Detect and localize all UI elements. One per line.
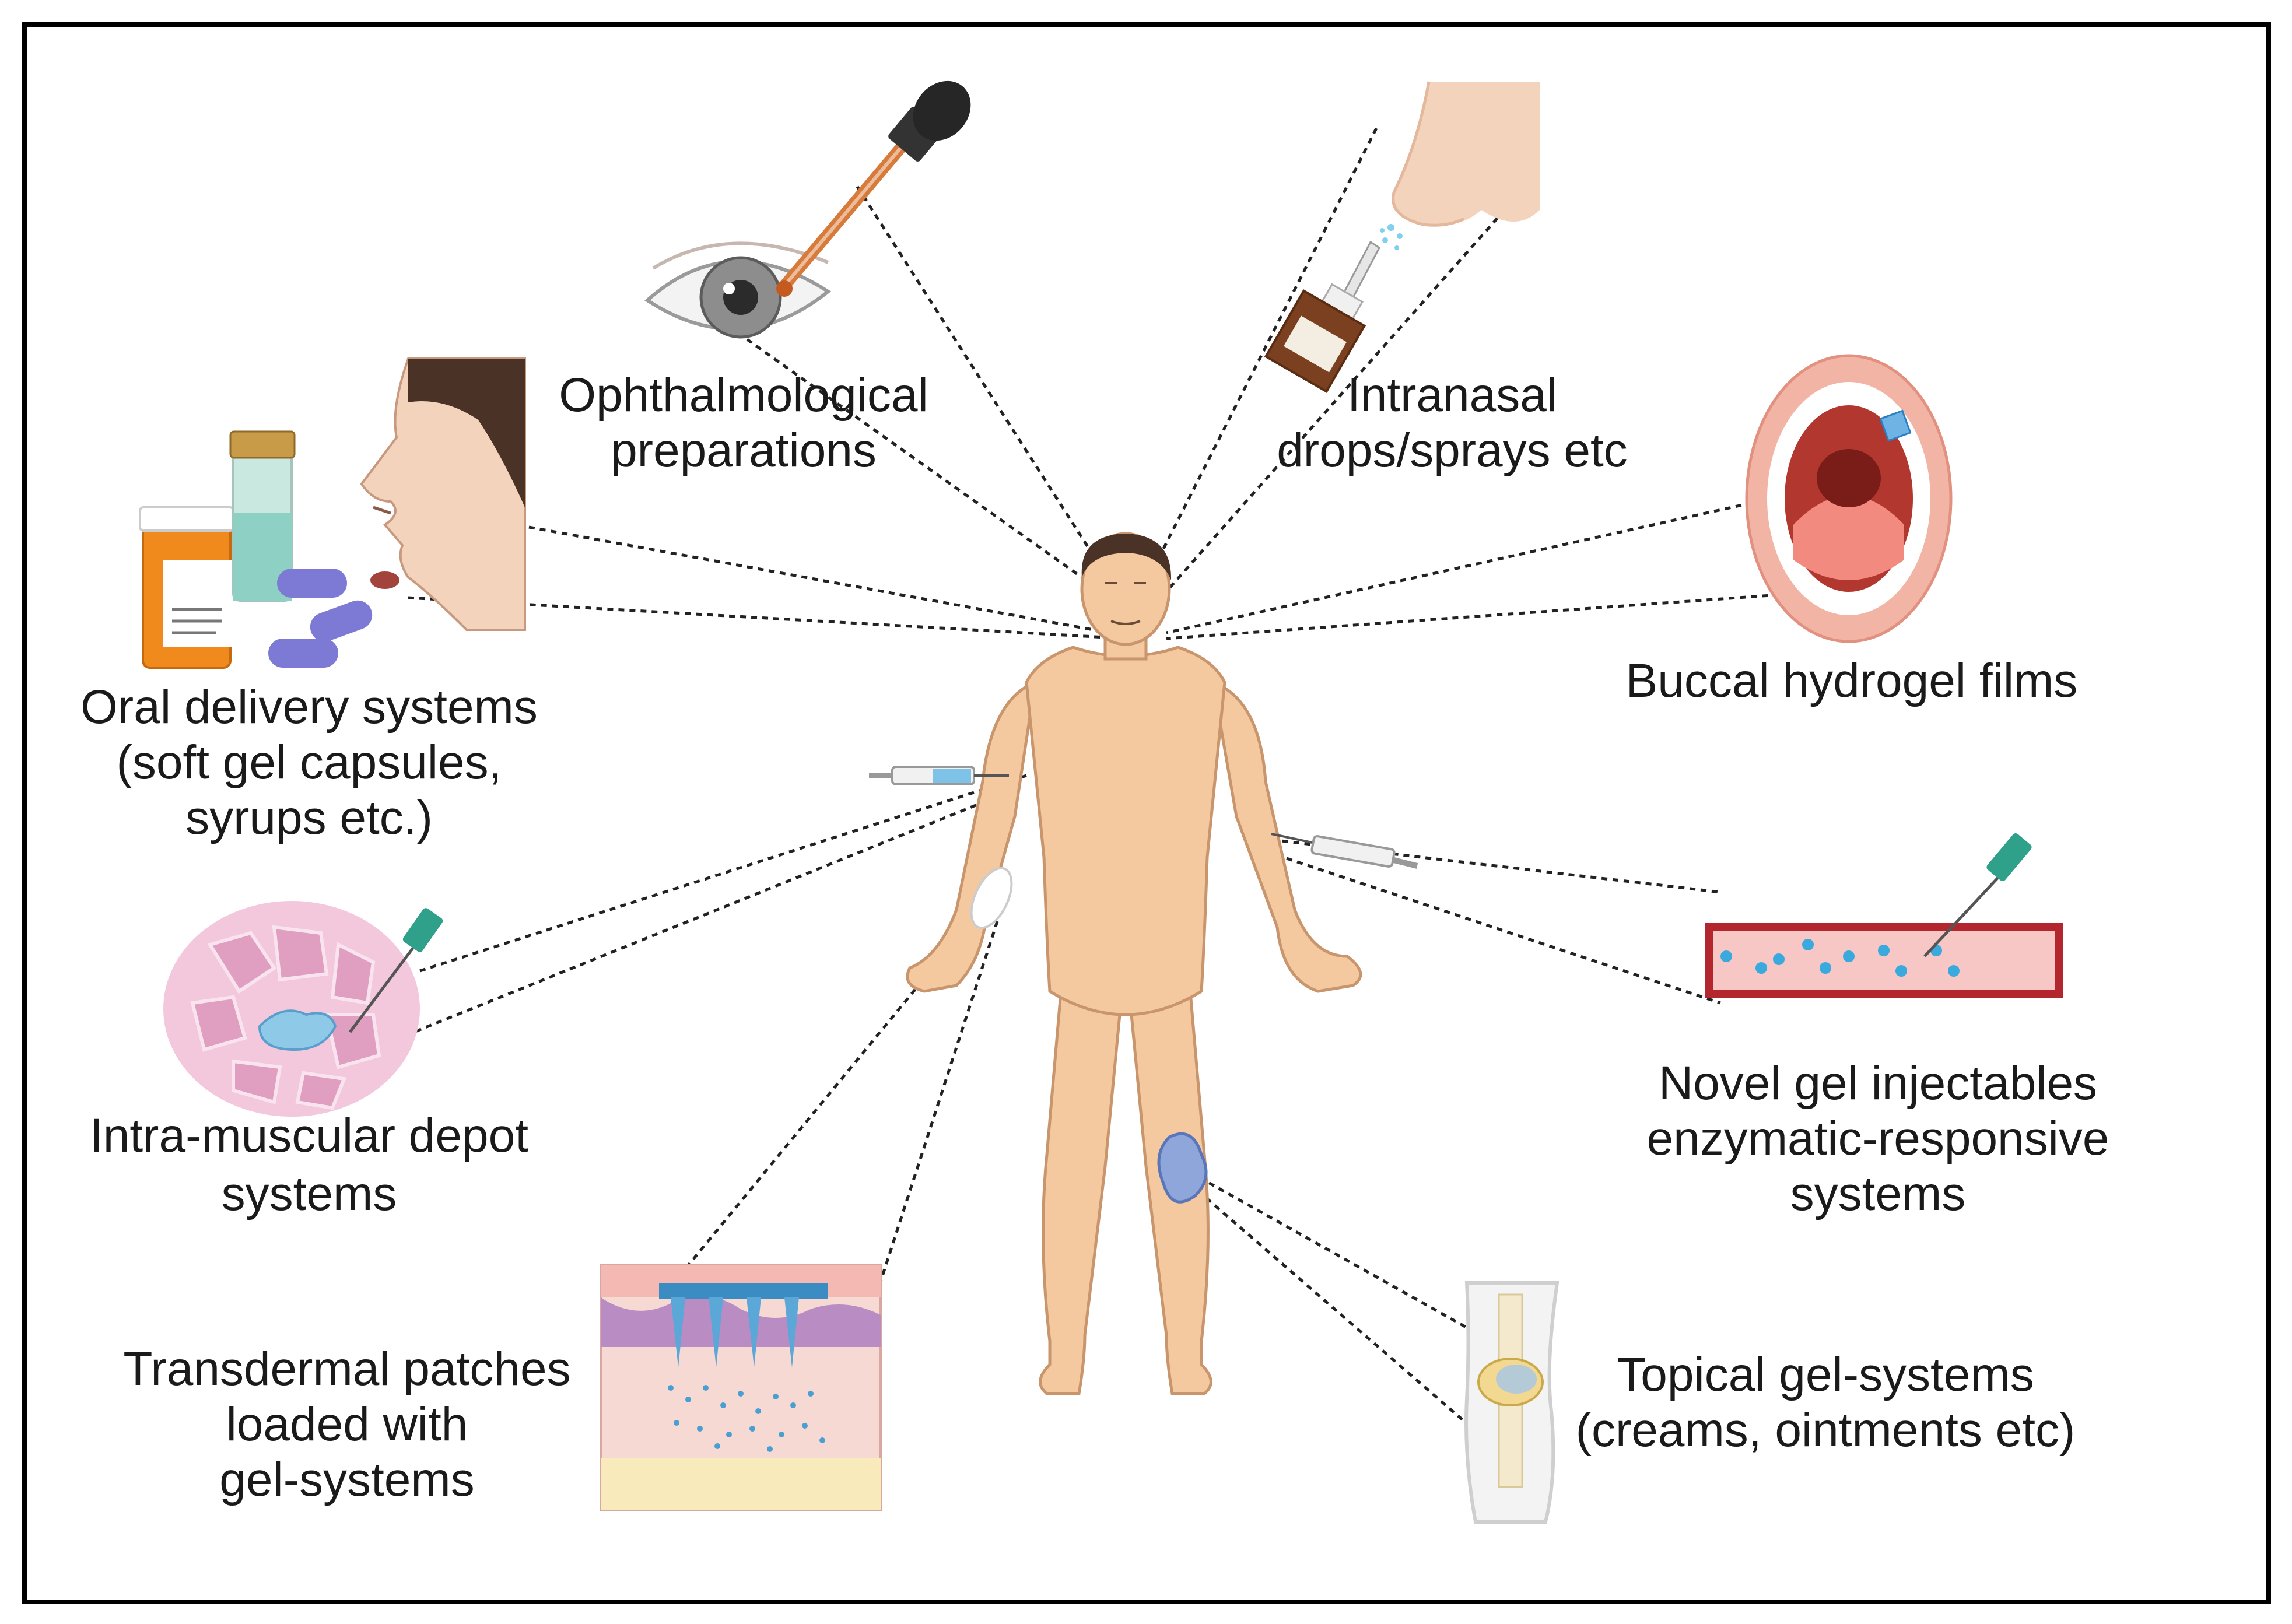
label-transdermal-line2: loaded with	[226, 1398, 468, 1451]
label-oral-line1: Oral delivery systems	[80, 681, 538, 734]
label-topical-line1: Topical gel-systems	[1617, 1348, 2034, 1401]
knee-gel-icon	[1464, 1281, 1559, 1524]
label-intranasal-line2: drops/sprays etc	[1277, 424, 1628, 477]
face-features	[1105, 582, 1146, 625]
label-intranasal-line1: Intranasal	[1347, 369, 1557, 422]
label-intramuscular-line2: systems	[222, 1167, 397, 1220]
label-topical-line2: (creams, ointments etc)	[1576, 1404, 2076, 1457]
label-injectable-line1: Novel gel injectables	[1659, 1057, 2097, 1110]
eye-dropper-icon	[644, 80, 971, 339]
label-transdermal-line3: gel-systems	[219, 1453, 474, 1506]
label-oral-line3: syrups etc.)	[185, 791, 433, 844]
open-mouth-icon	[1745, 354, 1953, 643]
skin-patch-icon	[600, 1264, 882, 1511]
arm-patch	[970, 867, 1013, 929]
muscle-tissue-icon	[163, 901, 443, 1117]
hair	[1081, 534, 1172, 580]
knee-gel	[1157, 1132, 1208, 1204]
label-oral-line2: (soft gel capsules,	[117, 736, 502, 789]
blood-vessel-injection-icon	[1705, 833, 2063, 998]
route-labels: Ophthalmological preparations Intranasal…	[80, 369, 2109, 1506]
label-transdermal-line1: Transdermal patches	[123, 1342, 570, 1395]
nasal-spray-icon	[1264, 81, 1540, 394]
label-buccal-line1: Buccal hydrogel films	[1626, 654, 2078, 707]
label-ophthalmic-line1: Ophthalmological	[559, 369, 928, 422]
oral-medication-icon	[139, 357, 526, 669]
syringe-icon	[869, 766, 1418, 869]
label-ophthalmic-line2: preparations	[611, 424, 877, 477]
label-intramuscular-line1: Intra-muscular depot	[90, 1109, 528, 1162]
label-injectable-line3: systems	[1790, 1167, 1966, 1220]
label-injectable-line2: enzymatic-responsive	[1647, 1112, 2109, 1165]
